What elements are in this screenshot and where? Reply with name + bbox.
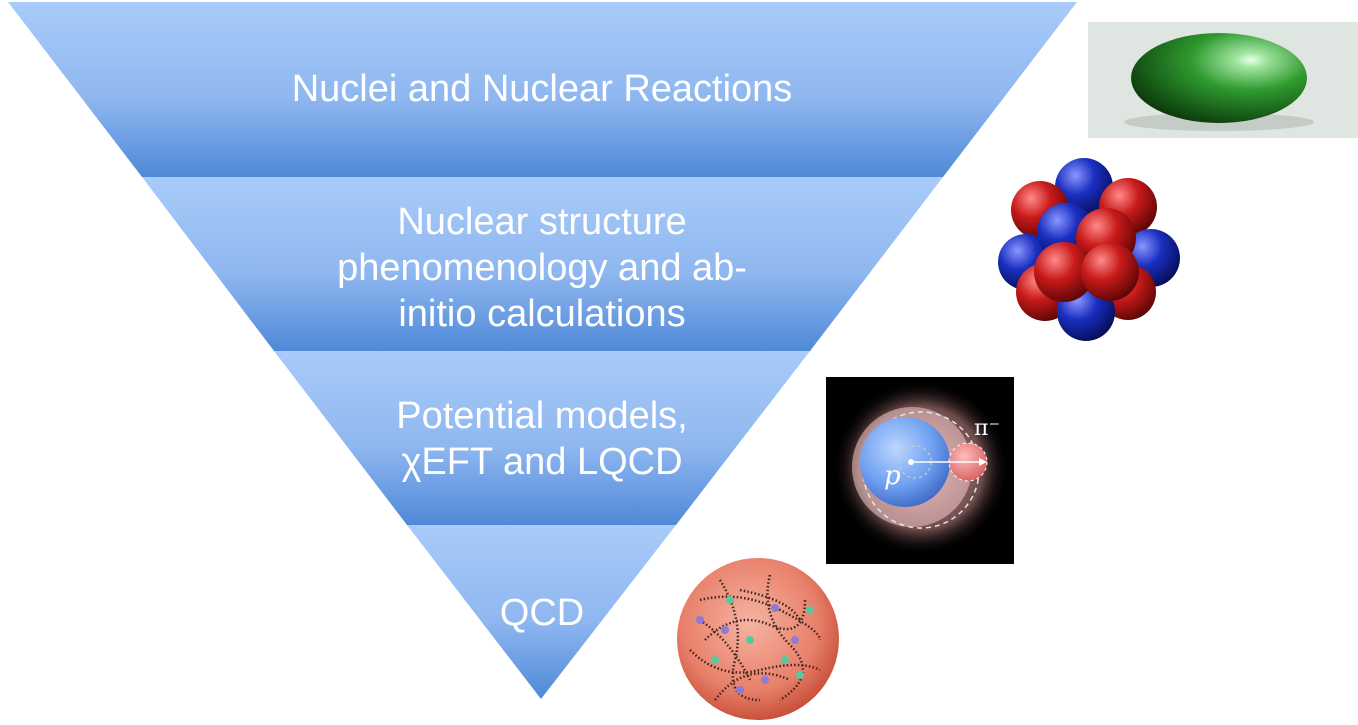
proton-label: p xyxy=(884,461,901,491)
tier-3-band xyxy=(274,351,810,525)
tier-4-label: QCD xyxy=(499,592,585,634)
nucleon-cluster-icon xyxy=(998,158,1180,341)
quark-gluon-sphere-icon xyxy=(677,558,839,720)
pion-cloud-icon xyxy=(826,377,1014,564)
tier-2-label: Nuclear structure phenomenology and ab-i… xyxy=(337,201,747,335)
tier-1-label: Nuclei and Nuclear Reactions xyxy=(291,68,793,110)
tier-4-band xyxy=(407,525,676,699)
tier-2-band xyxy=(142,177,943,351)
tier-3-label: Potential models, χEFT and LQCD xyxy=(396,395,688,483)
tier-1-band xyxy=(8,2,1077,177)
pion-label: π⁻ xyxy=(974,416,1001,441)
deformed-nucleus-icon xyxy=(1088,22,1358,138)
